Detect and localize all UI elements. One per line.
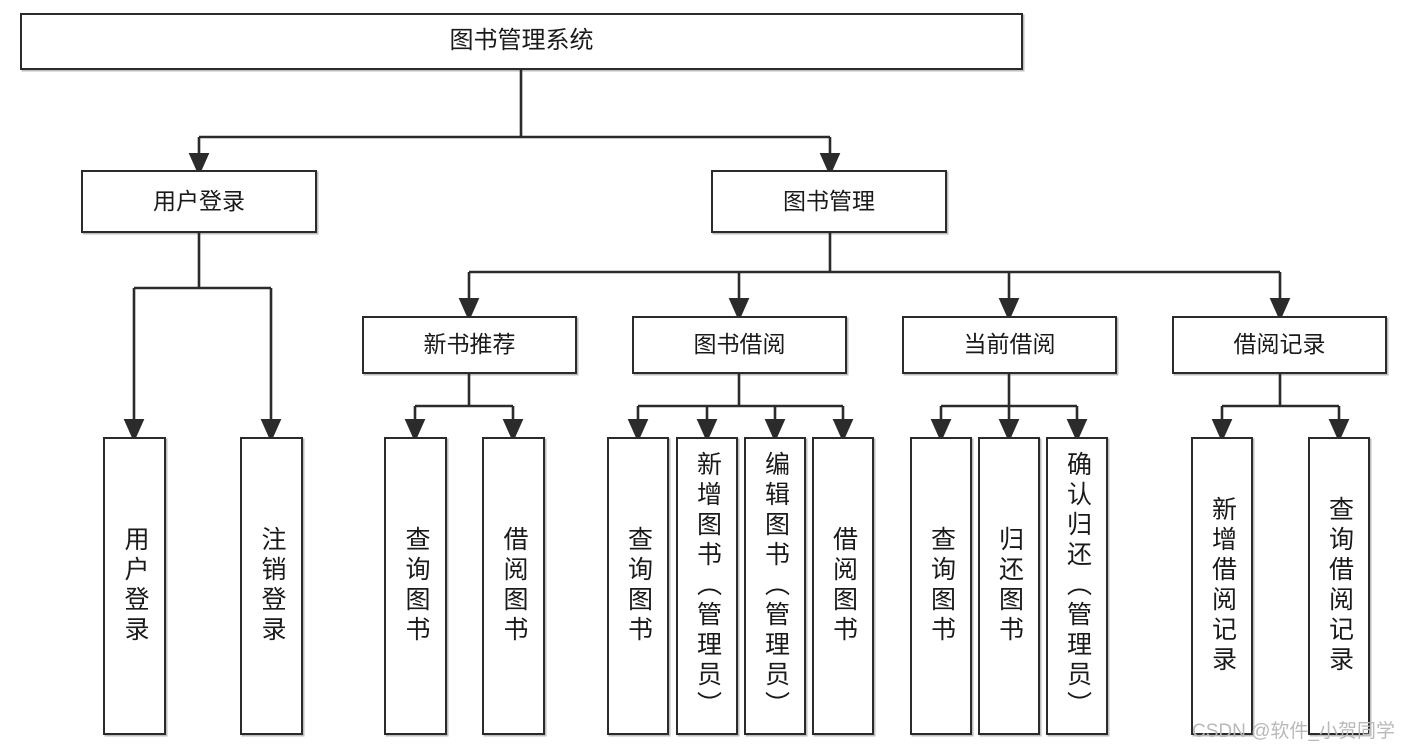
- node-book-management[interactable]: 图书管理: [711, 170, 947, 233]
- node-label: 用户登录: [153, 187, 245, 214]
- leaf-add-book-admin[interactable]: 新增图书（管理员）: [676, 437, 738, 735]
- node-user-login[interactable]: 用户登录: [81, 170, 317, 233]
- node-label: 新增借阅记录: [1208, 496, 1237, 676]
- leaf-borrow-book-recommend[interactable]: 借阅图书: [482, 437, 545, 735]
- leaf-query-book-borrow[interactable]: 查询图书: [607, 437, 669, 735]
- node-label: 当前借阅: [963, 331, 1056, 358]
- node-label: 用户登录: [121, 526, 149, 646]
- leaf-user-logout[interactable]: 注销登录: [240, 437, 303, 735]
- leaf-return-book[interactable]: 归还图书: [978, 437, 1040, 735]
- node-new-book-recommend[interactable]: 新书推荐: [362, 316, 577, 374]
- watermark: CSDN @软件_小贺同学: [1192, 721, 1395, 742]
- node-label: 新书推荐: [423, 331, 516, 358]
- node-label: 查询借阅记录: [1325, 496, 1354, 676]
- leaf-user-login[interactable]: 用户登录: [103, 437, 166, 735]
- leaf-confirm-return-admin[interactable]: 确认归还（管理员）: [1046, 437, 1108, 735]
- node-label: 确认归还（管理员）: [1063, 451, 1092, 721]
- node-label: 借阅记录: [1233, 331, 1326, 358]
- node-label: 新增图书（管理员）: [693, 451, 722, 721]
- node-label: 编辑图书（管理员）: [761, 451, 790, 721]
- leaf-borrow-book[interactable]: 借阅图书: [812, 437, 874, 735]
- leaf-query-book-current[interactable]: 查询图书: [910, 437, 972, 735]
- node-label: 图书管理系统: [449, 27, 594, 55]
- node-label: 查询图书: [402, 526, 430, 646]
- leaf-query-borrow-record[interactable]: 查询借阅记录: [1308, 437, 1370, 735]
- node-root[interactable]: 图书管理系统: [20, 13, 1023, 70]
- node-label: 查询图书: [624, 526, 653, 646]
- node-label: 查询图书: [927, 526, 956, 646]
- node-borrow-record[interactable]: 借阅记录: [1172, 316, 1387, 374]
- leaf-add-borrow-record[interactable]: 新增借阅记录: [1191, 437, 1253, 735]
- leaf-edit-book-admin[interactable]: 编辑图书（管理员）: [744, 437, 806, 735]
- node-label: 借阅图书: [829, 526, 858, 646]
- node-label: 借阅图书: [500, 526, 528, 646]
- node-label: 注销登录: [258, 526, 286, 646]
- node-label: 图书管理: [783, 187, 875, 214]
- node-label: 图书借阅: [693, 331, 786, 358]
- node-label: 归还图书: [995, 526, 1024, 646]
- node-current-borrow[interactable]: 当前借阅: [902, 316, 1117, 374]
- node-book-borrow[interactable]: 图书借阅: [632, 316, 847, 374]
- leaf-query-book-recommend[interactable]: 查询图书: [384, 437, 447, 735]
